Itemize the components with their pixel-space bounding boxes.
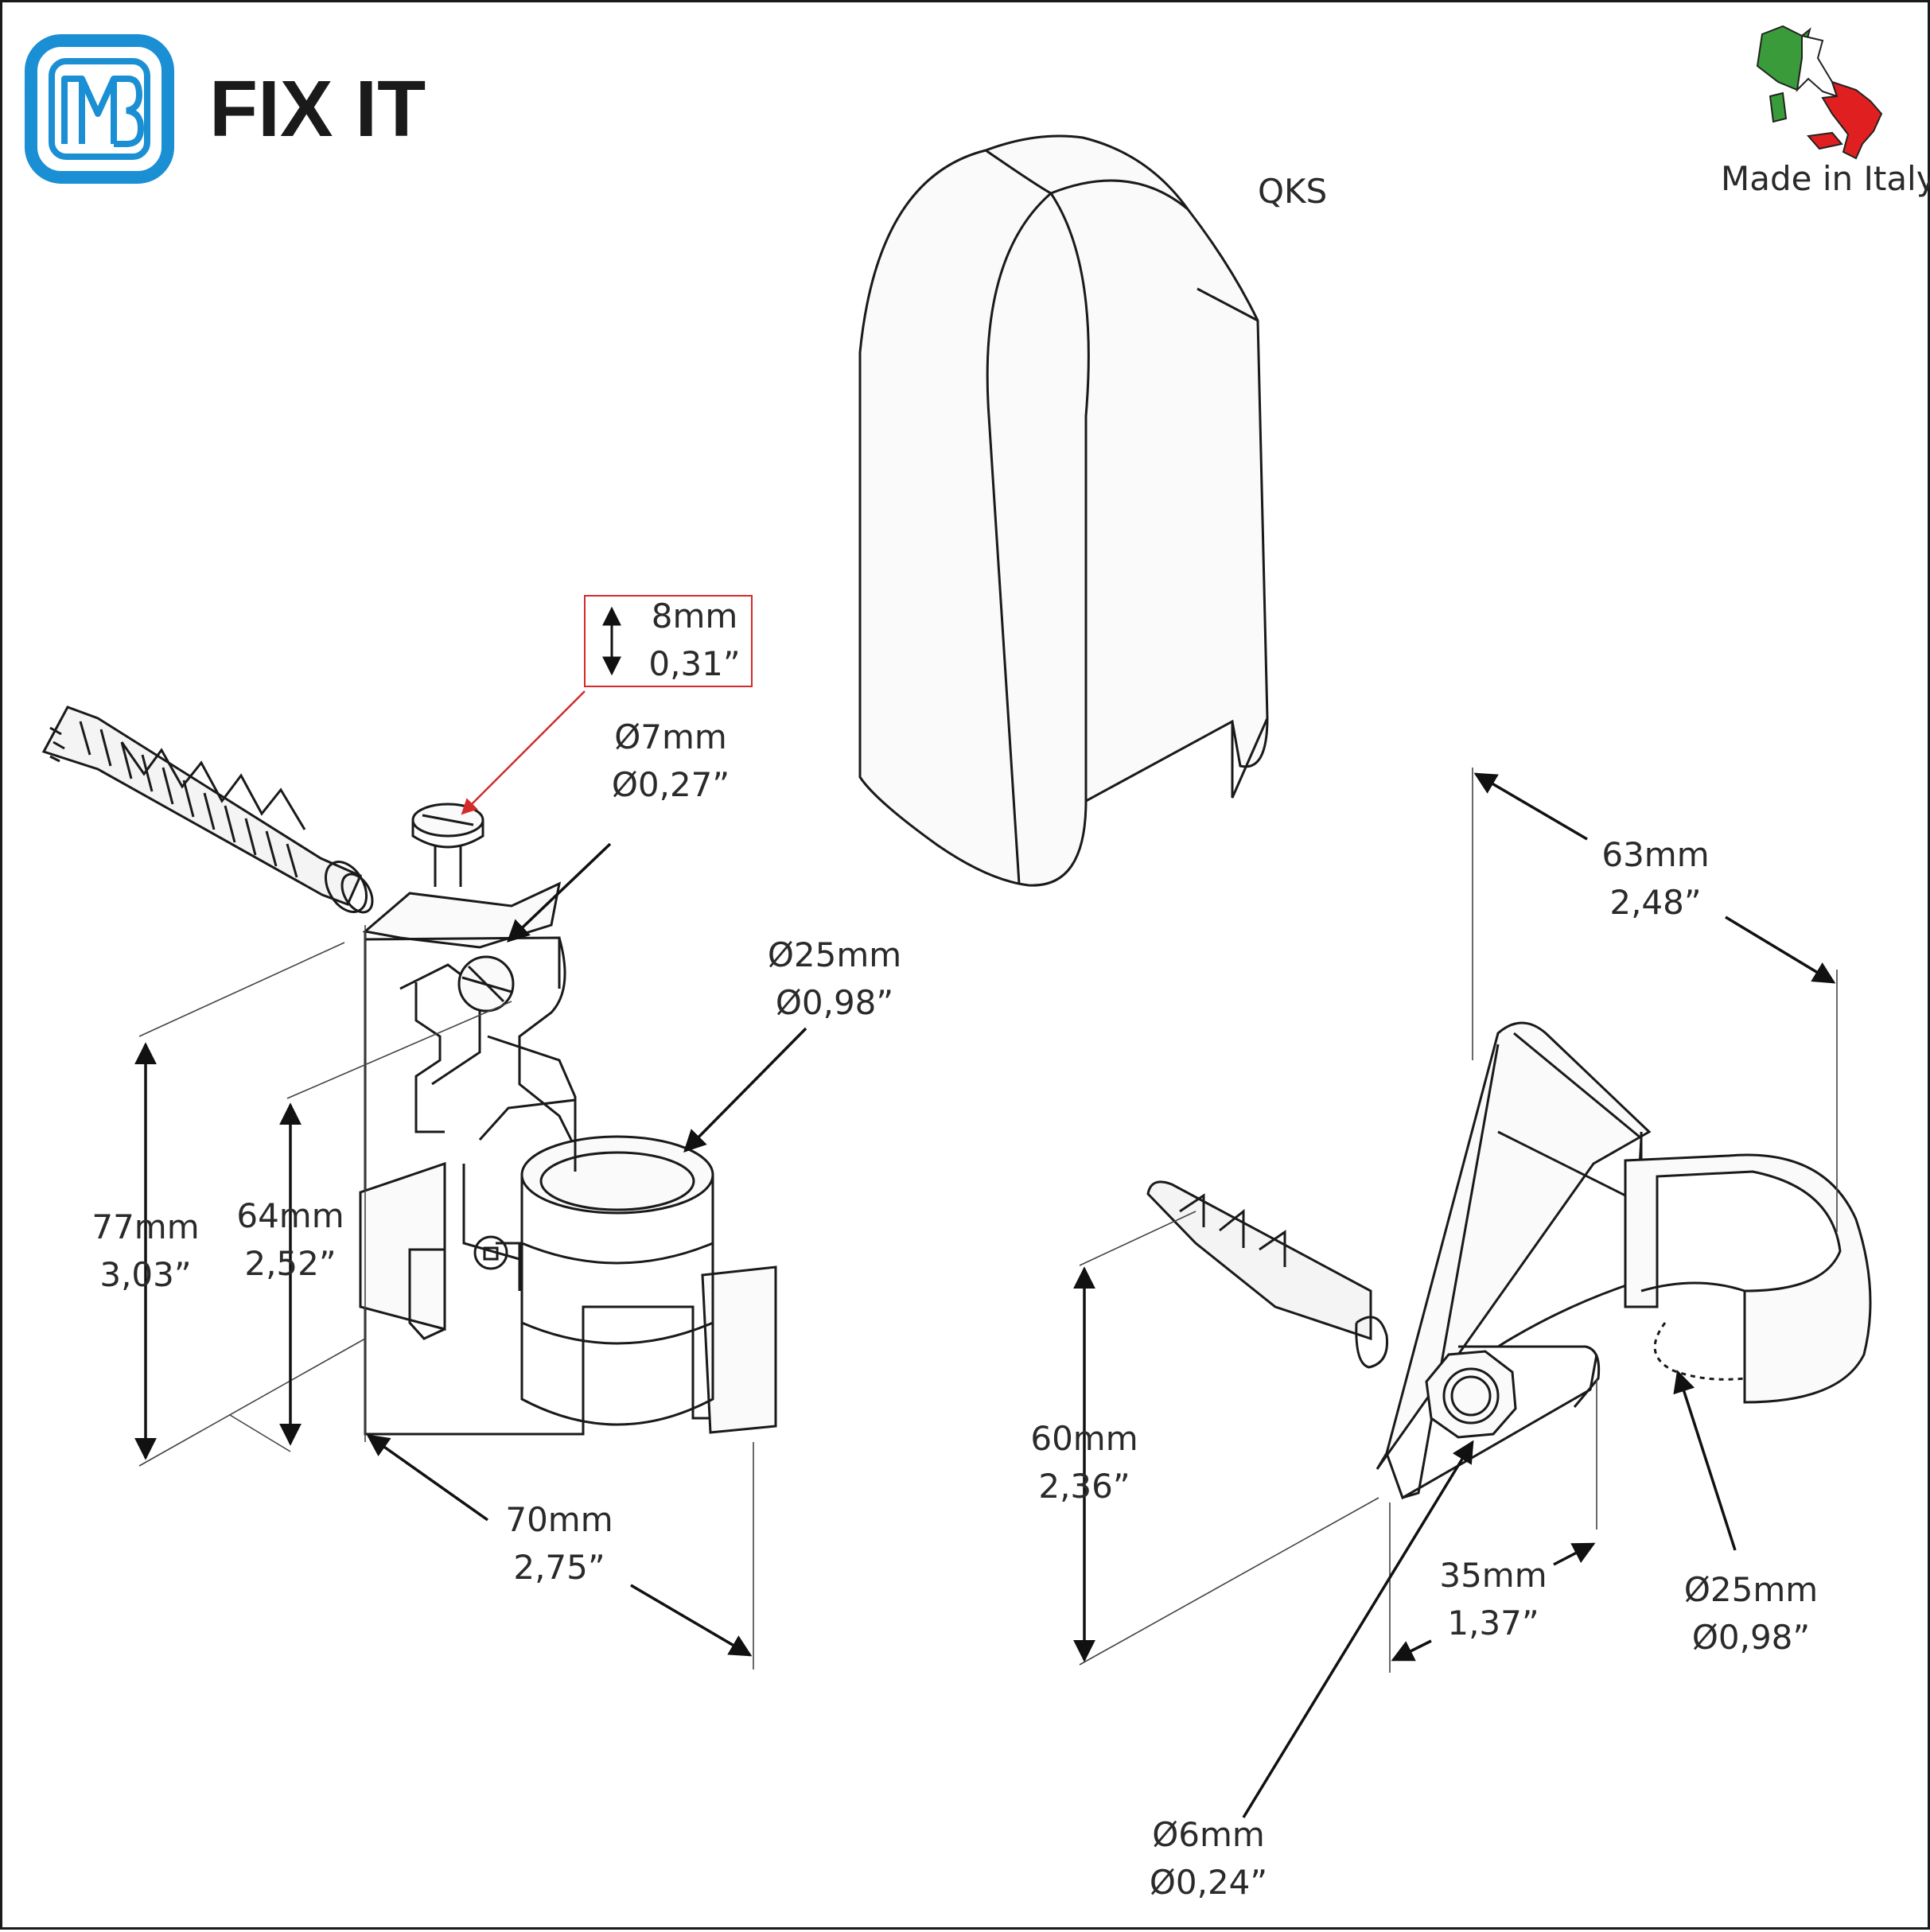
arrow-63mm-b	[1725, 915, 1836, 984]
label-236in: 2,36”	[1038, 1467, 1130, 1506]
label-024in: Ø0,24”	[1150, 1863, 1267, 1902]
label-275in: 2,75”	[513, 1548, 605, 1587]
right-bracket-drawing	[1146, 1021, 1872, 1500]
label-098in-right: Ø0,98”	[1692, 1618, 1810, 1657]
arrow-35mm-a	[1553, 1542, 1596, 1566]
model-code: QKS	[1258, 172, 1327, 211]
arrow-25mm-right	[1673, 1370, 1737, 1551]
label-77mm: 77mm	[91, 1207, 199, 1246]
label-63mm: 63mm	[1601, 835, 1709, 874]
arrow-7mm	[506, 842, 612, 943]
cap-drawing	[858, 134, 1269, 887]
label-6mm: Ø6mm	[1152, 1815, 1265, 1854]
label-137in: 1,37”	[1447, 1604, 1539, 1642]
arrow-25mm-left	[683, 1027, 807, 1153]
label-70mm: 70mm	[505, 1500, 613, 1539]
label-031in: 0,31”	[648, 644, 740, 683]
label-248in: 2,48”	[1609, 883, 1701, 922]
product-name: FIX IT	[209, 64, 426, 154]
wall-plug	[41, 706, 374, 914]
arrow-35mm-b	[1391, 1639, 1432, 1662]
label-303in: 3,03”	[99, 1255, 191, 1294]
arrow-70mm-a	[366, 1434, 489, 1522]
hex-bolt	[1425, 1350, 1517, 1439]
dimension-arrows	[134, 772, 1836, 1818]
label-35mm: 35mm	[1439, 1556, 1547, 1595]
label-60mm: 60mm	[1030, 1419, 1138, 1458]
label-25mm-left: Ø25mm	[768, 935, 901, 974]
arrow-6mm	[1242, 1440, 1474, 1818]
label-252in: 2,52”	[244, 1244, 336, 1283]
arrow-63mm-a	[1473, 772, 1588, 841]
left-bracket-drawing	[41, 706, 777, 1436]
extension-lines	[138, 768, 1838, 1673]
made-in-label: Made in Italy	[1721, 159, 1930, 198]
screw-travel-callout	[461, 595, 753, 815]
callout-leader	[461, 690, 586, 815]
label-7mm: Ø7mm	[614, 717, 727, 756]
label-027in: Ø0,27”	[612, 765, 730, 804]
italy-flag-map	[1756, 25, 1883, 160]
arrow-70mm-b	[630, 1584, 753, 1657]
label-25mm-right: Ø25mm	[1684, 1570, 1818, 1609]
brand-logo	[25, 34, 174, 184]
label-64mm: 64mm	[236, 1196, 344, 1235]
adjusting-screw	[411, 803, 484, 887]
dimension-labels: 8mm 0,31” Ø7mm Ø0,27” Ø25mm Ø0,98” 77mm …	[91, 597, 1818, 1902]
label-098in-left: Ø0,98”	[776, 983, 893, 1022]
label-8mm: 8mm	[652, 597, 738, 636]
